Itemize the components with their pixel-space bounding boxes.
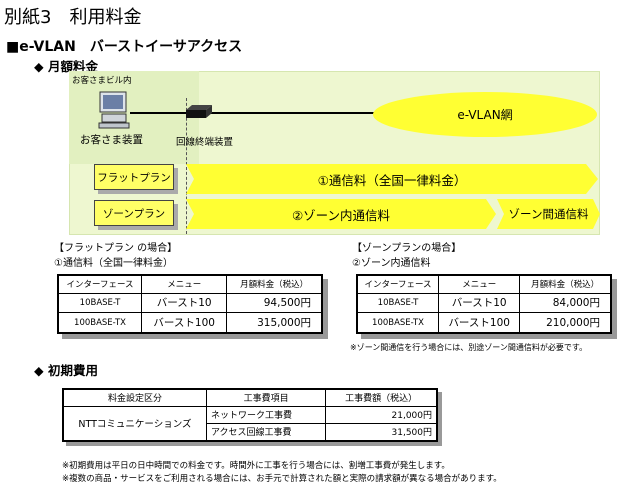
zone-inner-arrow: ②ゾーン内通信料 — [186, 199, 496, 229]
zone-header-menu: メニュー — [438, 274, 521, 294]
table-row: 100BASE-TX バースト100 210,000円 — [356, 312, 612, 334]
initial-row2-amount: 31,500円 — [325, 422, 438, 442]
flat-case-title: 【フラットプラン の場合】 — [54, 243, 178, 254]
zone-header-price: 月額料金（税込） — [519, 274, 612, 294]
flat-header-interface: インターフェース — [57, 274, 143, 294]
zone-row1-interface: 10BASE-T — [356, 292, 440, 314]
zone-row2-price: 210,000円 — [519, 312, 612, 334]
zone-row1-menu: バースト10 — [438, 292, 521, 314]
zone-outer-arrow: ゾーン間通信料 — [497, 199, 600, 229]
initial-header-amount: 工事費額（税込） — [325, 388, 438, 407]
building-area — [69, 71, 199, 164]
computer-icon — [98, 90, 130, 130]
flat-plan-table: インターフェース メニュー 月額料金（税込） 10BASE-T バースト10 9… — [57, 274, 323, 334]
evlan-network-ellipse: e-VLAN網 — [373, 92, 597, 137]
monthly-fee-heading: ◆ 月額料金 — [34, 59, 98, 74]
flat-charge-label: ①通信料（全国一律料金） — [317, 172, 467, 188]
zone-inner-label: ②ゾーン内通信料 — [291, 207, 391, 223]
flat-row1-menu: バースト10 — [141, 292, 228, 314]
table-row: NTTコミュニケーションズ ネットワーク工事費 21,000円 — [62, 405, 438, 442]
router-icon — [186, 104, 212, 118]
zone-row1-price: 84,000円 — [519, 292, 612, 314]
initial-category: NTTコミュニケーションズ — [62, 405, 207, 442]
zone-plan-box: ゾーンプラン — [94, 200, 174, 226]
page-title: 別紙3 利用料金 — [4, 7, 142, 28]
flat-row1-price: 94,500円 — [226, 292, 323, 314]
section-title: ■e-VLAN バーストイーサアクセス — [6, 39, 243, 55]
zone-plan-table: インターフェース メニュー 月額料金（税込） 10BASE-T バースト10 8… — [356, 274, 612, 334]
table-row: 10BASE-T バースト10 84,000円 — [356, 292, 612, 314]
flat-case-subtitle: ①通信料（全国一律料金） — [54, 258, 173, 269]
initial-row2-item: アクセス回線工事費 — [205, 422, 327, 442]
table-row: 100BASE-TX バースト100 315,000円 — [57, 312, 323, 334]
flat-charge-arrow: ①通信料（全国一律料金） — [186, 164, 598, 194]
network-label: e-VLAN網 — [457, 108, 513, 122]
initial-fee-heading: ◆ 初期費用 — [34, 363, 98, 378]
table-row: アクセス回線工事費 31,500円 — [63, 422, 438, 442]
zone-header-interface: インターフェース — [356, 274, 440, 294]
initial-note-1: ※初期費用は平日の日中時間での料金です。時間外に工事を行う場合には、割増工事費が… — [62, 461, 450, 471]
flat-row2-menu: バースト100 — [141, 312, 228, 334]
boundary-dashed-line — [186, 98, 187, 234]
customer-device-label: お客さま装置 — [80, 134, 143, 146]
zone-case-subtitle: ②ゾーン内通信料 — [352, 258, 431, 269]
flat-row1-interface: 10BASE-T — [57, 292, 143, 314]
initial-note-2: ※複数の商品・サービスをご利用される場合には、お手元で計算された額と実際の請求額… — [62, 474, 502, 484]
table-row: 10BASE-T バースト10 94,500円 — [57, 292, 323, 314]
zone-row2-interface: 100BASE-TX — [356, 312, 440, 334]
building-label: お客さまビル内 — [72, 76, 132, 86]
initial-header-category: 料金設定区分 — [62, 388, 207, 407]
initial-row1-item: ネットワーク工事費 — [205, 405, 327, 424]
flat-plan-box: フラットプラン — [94, 164, 174, 190]
initial-row1-amount: 21,000円 — [325, 405, 438, 424]
connection-line — [130, 112, 380, 114]
line-terminal-label: 回線終端装置 — [176, 137, 234, 148]
flat-row2-price: 315,000円 — [226, 312, 323, 334]
zone-note: ※ゾーン間通信を行う場合には、別途ゾーン間通信料が必要です。 — [350, 343, 588, 352]
flat-plan-label: フラットプラン — [97, 171, 171, 184]
flat-header-price: 月額料金（税込） — [226, 274, 323, 294]
zone-outer-label: ゾーン間通信料 — [508, 207, 589, 221]
initial-fee-table: 料金設定区分 工事費項目 工事費額（税込） NTTコミュニケーションズ ネットワ… — [62, 388, 438, 442]
flat-header-menu: メニュー — [141, 274, 228, 294]
zone-plan-label: ゾーンプラン — [102, 207, 166, 220]
zone-case-title: 【ゾーンプランの場合】 — [352, 243, 462, 254]
initial-header-item: 工事費項目 — [205, 388, 327, 407]
flat-row2-interface: 100BASE-TX — [57, 312, 143, 334]
zone-row2-menu: バースト100 — [438, 312, 521, 334]
